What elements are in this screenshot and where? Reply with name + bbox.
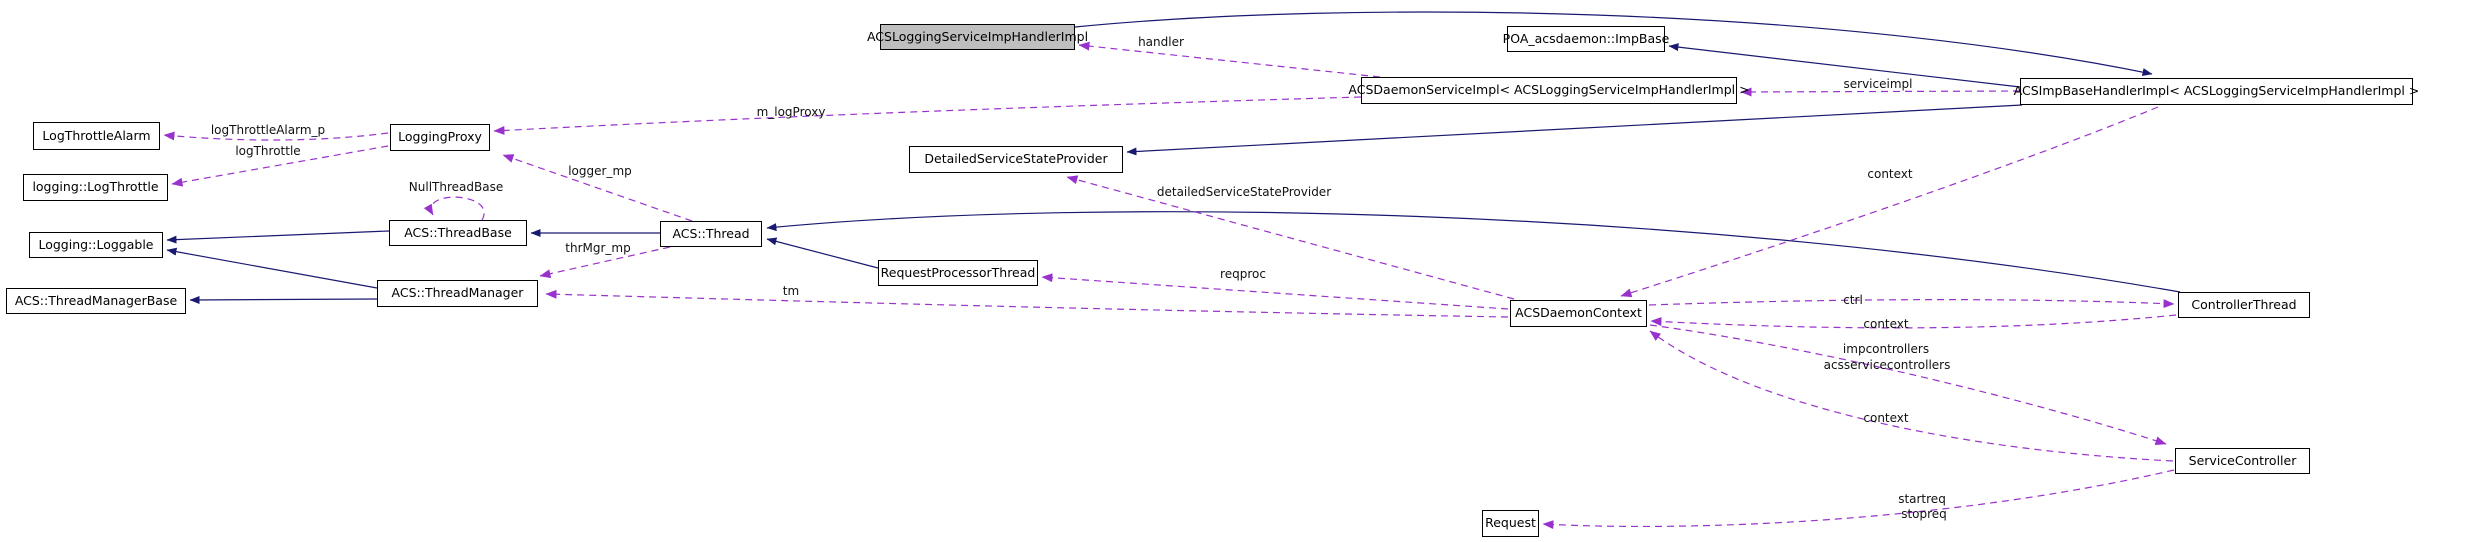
edge-label-startreq: startreq (1898, 492, 1946, 506)
edge-label-context-service: context (1863, 411, 1909, 425)
node-request[interactable]: Request (1482, 510, 1539, 537)
edge-use-context-servicecontroller (1649, 330, 2174, 462)
node-loggingproxy[interactable]: LoggingProxy (390, 124, 490, 151)
edge-inherit-threadmanager-to-threadmanagerbase (189, 295, 378, 304)
edge-inherit-requestprocessor-to-acsthread (766, 237, 879, 269)
node-requestprocessorthread[interactable]: RequestProcessorThread (878, 260, 1038, 286)
edge-label-ctrl: ctrl (1843, 293, 1863, 307)
edge-use-nullthreadbase-selfloop (423, 196, 485, 221)
edge-label-reqproc: reqproc (1220, 267, 1266, 281)
edge-use-impcontrollers (1649, 324, 2167, 446)
node-detailedservicestateprovider[interactable]: DetailedServiceStateProvider (909, 146, 1123, 173)
edge-inherit-threadmanager-to-loggable (166, 247, 378, 289)
edge-inherit-threadbase-to-loggable (166, 230, 390, 244)
node-acs-threadbase[interactable]: ACS::ThreadBase (389, 220, 527, 246)
edge-use-thrmgrmp (539, 246, 671, 279)
edge-label-context-controller: context (1863, 317, 1909, 331)
node-acsdaemonserviceimpl[interactable]: ACSDaemonServiceImpl< ACSLoggingServiceI… (1348, 77, 1750, 104)
edge-label-logger-mp: logger_mp (568, 164, 632, 178)
edge-use-handler (1078, 41, 1381, 78)
node-acs-thread[interactable]: ACS::Thread (660, 221, 762, 247)
edge-use-ctrl (1648, 299, 2175, 309)
node-controllerthread[interactable]: ControllerThread (2178, 292, 2310, 318)
node-logging-logthrottle[interactable]: logging::LogThrottle (23, 174, 168, 201)
node-servicecontroller[interactable]: ServiceController (2175, 448, 2310, 474)
edge-label-stopreq: stopreq (1901, 507, 1947, 521)
edge-inherit-handlerimpl-to-impbasehandler (1074, 11, 2153, 77)
edge-label-nullthreadbase: NullThreadBase (408, 180, 504, 194)
edge-label-thrmgr-mp: thrMgr_mp (565, 241, 631, 255)
edge-label-tm: tm (782, 284, 800, 298)
edge-label-acsservicecontrollers: acsservicecontrollers (1823, 358, 1951, 372)
edge-label-logthrottle: logThrottle (235, 144, 301, 158)
node-acsdaemoncontext[interactable]: ACSDaemonContext (1510, 300, 1647, 327)
edge-use-tm (545, 289, 1509, 318)
node-acs-threadmanagerbase[interactable]: ACS::ThreadManagerBase (6, 288, 186, 314)
node-acs-threadmanager[interactable]: ACS::ThreadManager (377, 280, 538, 307)
edge-label-handler: handler (1138, 35, 1184, 49)
node-logthrottlealarm[interactable]: LogThrottleAlarm (33, 122, 160, 150)
edge-label-m-logproxy: m_logProxy (756, 105, 826, 119)
edge-label-impcontrollers: impcontrollers (1842, 342, 1930, 356)
edge-use-context-impbasehandler (1620, 106, 2159, 298)
edge-label-detailedservicestateprovider: detailedServiceStateProvider (1156, 185, 1332, 199)
edge-inherit-controllerthread-to-acsthread (766, 211, 2181, 293)
edge-inherit-impbasehandler-to-poaimpbase (1668, 43, 2021, 88)
edge-use-logthrottle (171, 145, 389, 187)
edge-use-mlogproxy (493, 96, 1362, 135)
edge-use-context-controllerthread (1650, 314, 2177, 329)
edge-use-startreq-stopreq (1542, 469, 2175, 530)
node-poa-acsdaemon-impbase[interactable]: POA_acsdaemon::ImpBase (1503, 26, 1669, 52)
edge-use-loggermp (502, 154, 693, 222)
edge-use-logthrottlealarmp (163, 131, 389, 141)
edge-label-serviceimpl: serviceimpl (1843, 77, 1913, 91)
node-acsimpbasehandlerimpl[interactable]: ACSImpBaseHandlerImpl< ACSLoggingService… (2014, 78, 2419, 105)
edge-inherit-impbasehandler-to-detailedprovider (1126, 104, 2023, 156)
edge-use-reqproc (1041, 273, 1509, 310)
edge-use-detailedservicestateprovider (1066, 175, 1515, 300)
edge-label-context-top: context (1867, 167, 1913, 181)
node-acsloggingserviceimphandlerimpl[interactable]: ACSLoggingServiceImpHandlerImpl (867, 24, 1088, 50)
edge-use-serviceimpl (1740, 87, 2021, 97)
edge-label-logthrottlealarm-p: logThrottleAlarm_p (210, 123, 326, 137)
node-logging-loggable[interactable]: Logging::Loggable (29, 232, 163, 258)
